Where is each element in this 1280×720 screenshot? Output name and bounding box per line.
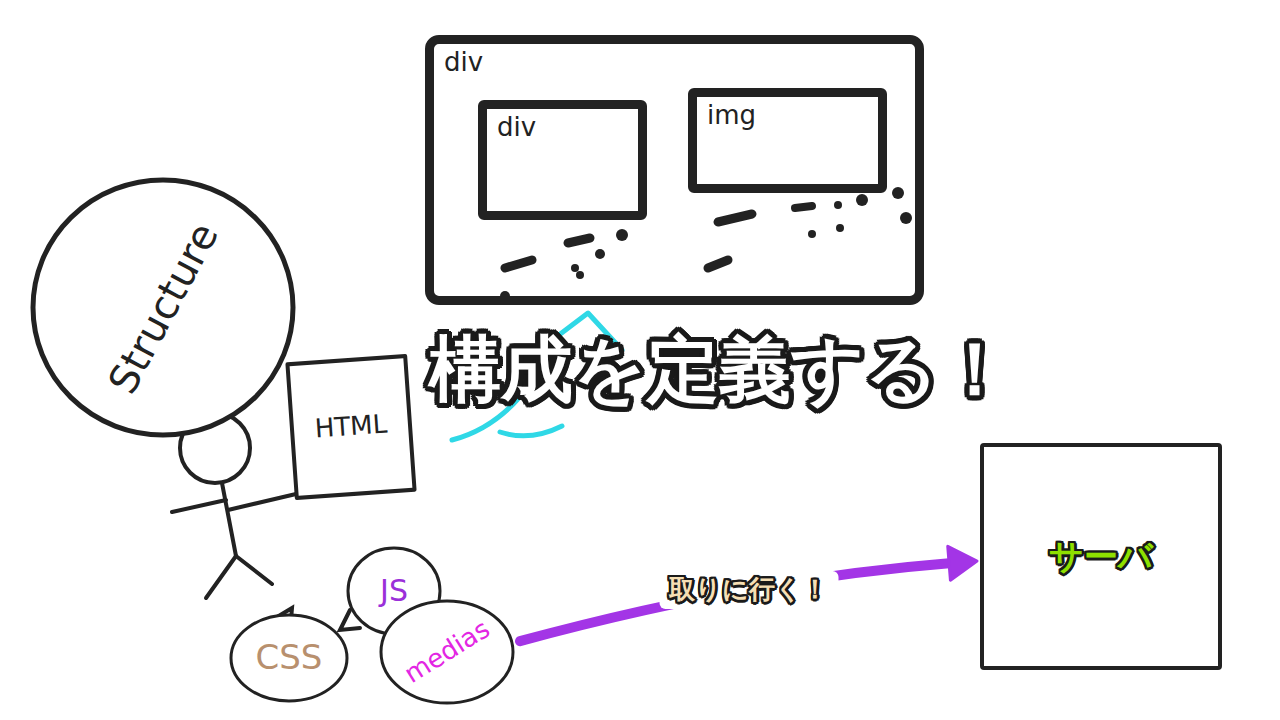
figure-leg bbox=[206, 556, 236, 598]
scribble-dot bbox=[808, 230, 816, 238]
fetch-arrow bbox=[520, 546, 977, 641]
scribble-dot bbox=[836, 224, 844, 232]
thought-bubble: Structure bbox=[28, 175, 298, 440]
asset-bubble: medias bbox=[378, 598, 516, 706]
node-label: HTML bbox=[314, 410, 388, 445]
node-label: JS bbox=[380, 574, 408, 609]
node-label: div bbox=[444, 48, 905, 78]
scribble-dot bbox=[900, 212, 912, 224]
figure-arm bbox=[172, 500, 226, 512]
figure-arm bbox=[228, 494, 296, 510]
scribble-dot bbox=[856, 194, 868, 206]
node-label: div bbox=[497, 113, 628, 143]
div-box: div bbox=[478, 100, 647, 220]
scribble-dash bbox=[505, 260, 532, 268]
node-label: CSS bbox=[256, 638, 323, 677]
headline: 構成を定義する！ bbox=[380, 328, 1060, 411]
scribble-dot bbox=[576, 271, 584, 279]
container-box: div div img bbox=[425, 35, 924, 305]
node-label: img bbox=[707, 101, 868, 131]
arrowhead bbox=[948, 546, 977, 580]
scribble-dash bbox=[708, 260, 728, 268]
scribble-dot bbox=[834, 201, 842, 209]
img-box: img bbox=[688, 88, 887, 193]
scribble-dot bbox=[892, 187, 904, 199]
node-label: サーバ bbox=[1049, 537, 1153, 576]
scribble-dash bbox=[795, 206, 812, 208]
figure-body bbox=[222, 483, 236, 556]
figure-leg bbox=[236, 556, 272, 584]
scribble-dot bbox=[616, 229, 628, 241]
asset-bubble: CSS bbox=[228, 612, 350, 704]
document-sheet: HTML bbox=[285, 354, 416, 500]
bubble-shape bbox=[381, 601, 513, 703]
bubble-shape bbox=[231, 615, 347, 701]
server-box: サーバ bbox=[980, 443, 1222, 670]
edge-label: 取りに行く！ bbox=[659, 571, 838, 609]
scribble-dash bbox=[568, 238, 590, 243]
scribble-dash bbox=[718, 214, 752, 222]
arrow-shaft bbox=[520, 563, 952, 641]
bubble-shape bbox=[33, 180, 293, 435]
scribble-dot bbox=[571, 264, 579, 272]
scribble-dot bbox=[595, 249, 605, 259]
